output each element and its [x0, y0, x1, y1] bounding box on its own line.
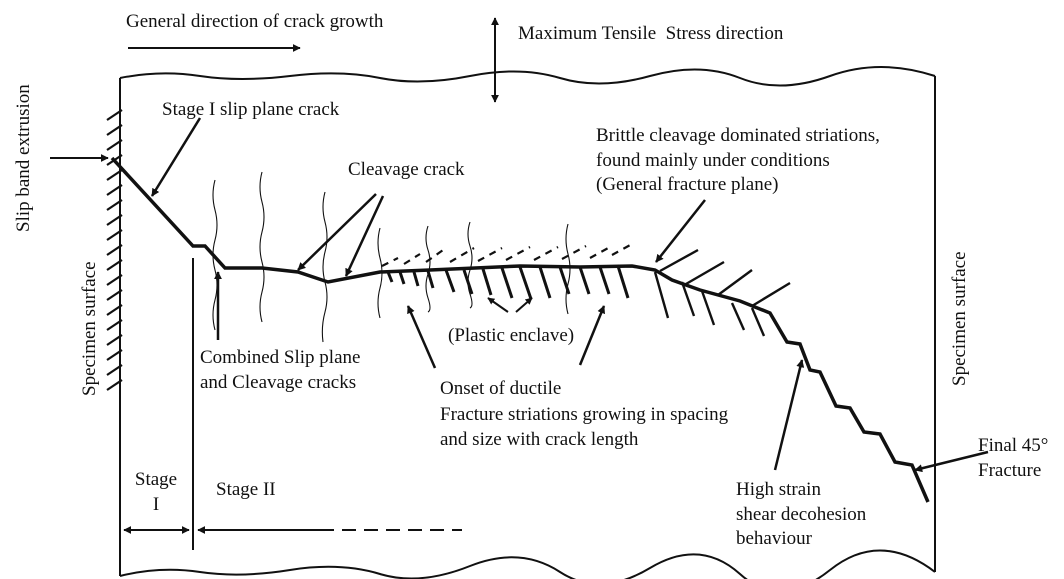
plastic-enclave-label: (Plastic enclave) — [448, 324, 574, 349]
onset-arrow-b — [580, 306, 604, 365]
slip-band-label: Slip band extrusion — [12, 84, 37, 232]
high-strain-label: High strain shear decohesion behaviour — [736, 478, 866, 552]
crack-growth-label: General direction of crack growth — [126, 10, 383, 35]
stage1-crack-arrow — [152, 118, 200, 196]
striation-lines — [213, 172, 570, 342]
plastic-enclave-arrow-b — [516, 298, 532, 312]
specimen-bottom-edge — [120, 550, 935, 579]
stage2-label: Stage II — [216, 478, 276, 503]
brittle-cleavage-label: Brittle cleavage dominated striations, f… — [596, 124, 880, 198]
plastic-enclave-arrow-a — [488, 298, 508, 312]
specimen-surface-right: Specimen surface — [948, 251, 973, 386]
stage1-label: Stage I — [130, 468, 182, 517]
cleavage-arrow-a — [298, 194, 376, 270]
cleavage-arrow-b — [346, 196, 383, 276]
onset-arrow-a — [408, 306, 435, 368]
tensile-stress-label: Maximum Tensile Stress direction — [518, 22, 783, 47]
final-fracture-label: Final 45° Fracture — [978, 434, 1048, 483]
specimen-top-edge — [120, 67, 935, 86]
combined-cracks-label: Combined Slip plane and Cleavage cracks — [200, 346, 360, 395]
stage1-crack-label: Stage I slip plane crack — [162, 98, 339, 123]
upper-dashes — [382, 244, 632, 266]
specimen-surface-left: Specimen surface — [78, 261, 103, 396]
high-strain-arrow — [775, 360, 802, 470]
onset-ductile-label: Onset of ductile Fracture striations gro… — [440, 376, 728, 453]
brittle-arrow — [656, 200, 705, 262]
cleavage-crack-label: Cleavage crack — [348, 158, 465, 183]
